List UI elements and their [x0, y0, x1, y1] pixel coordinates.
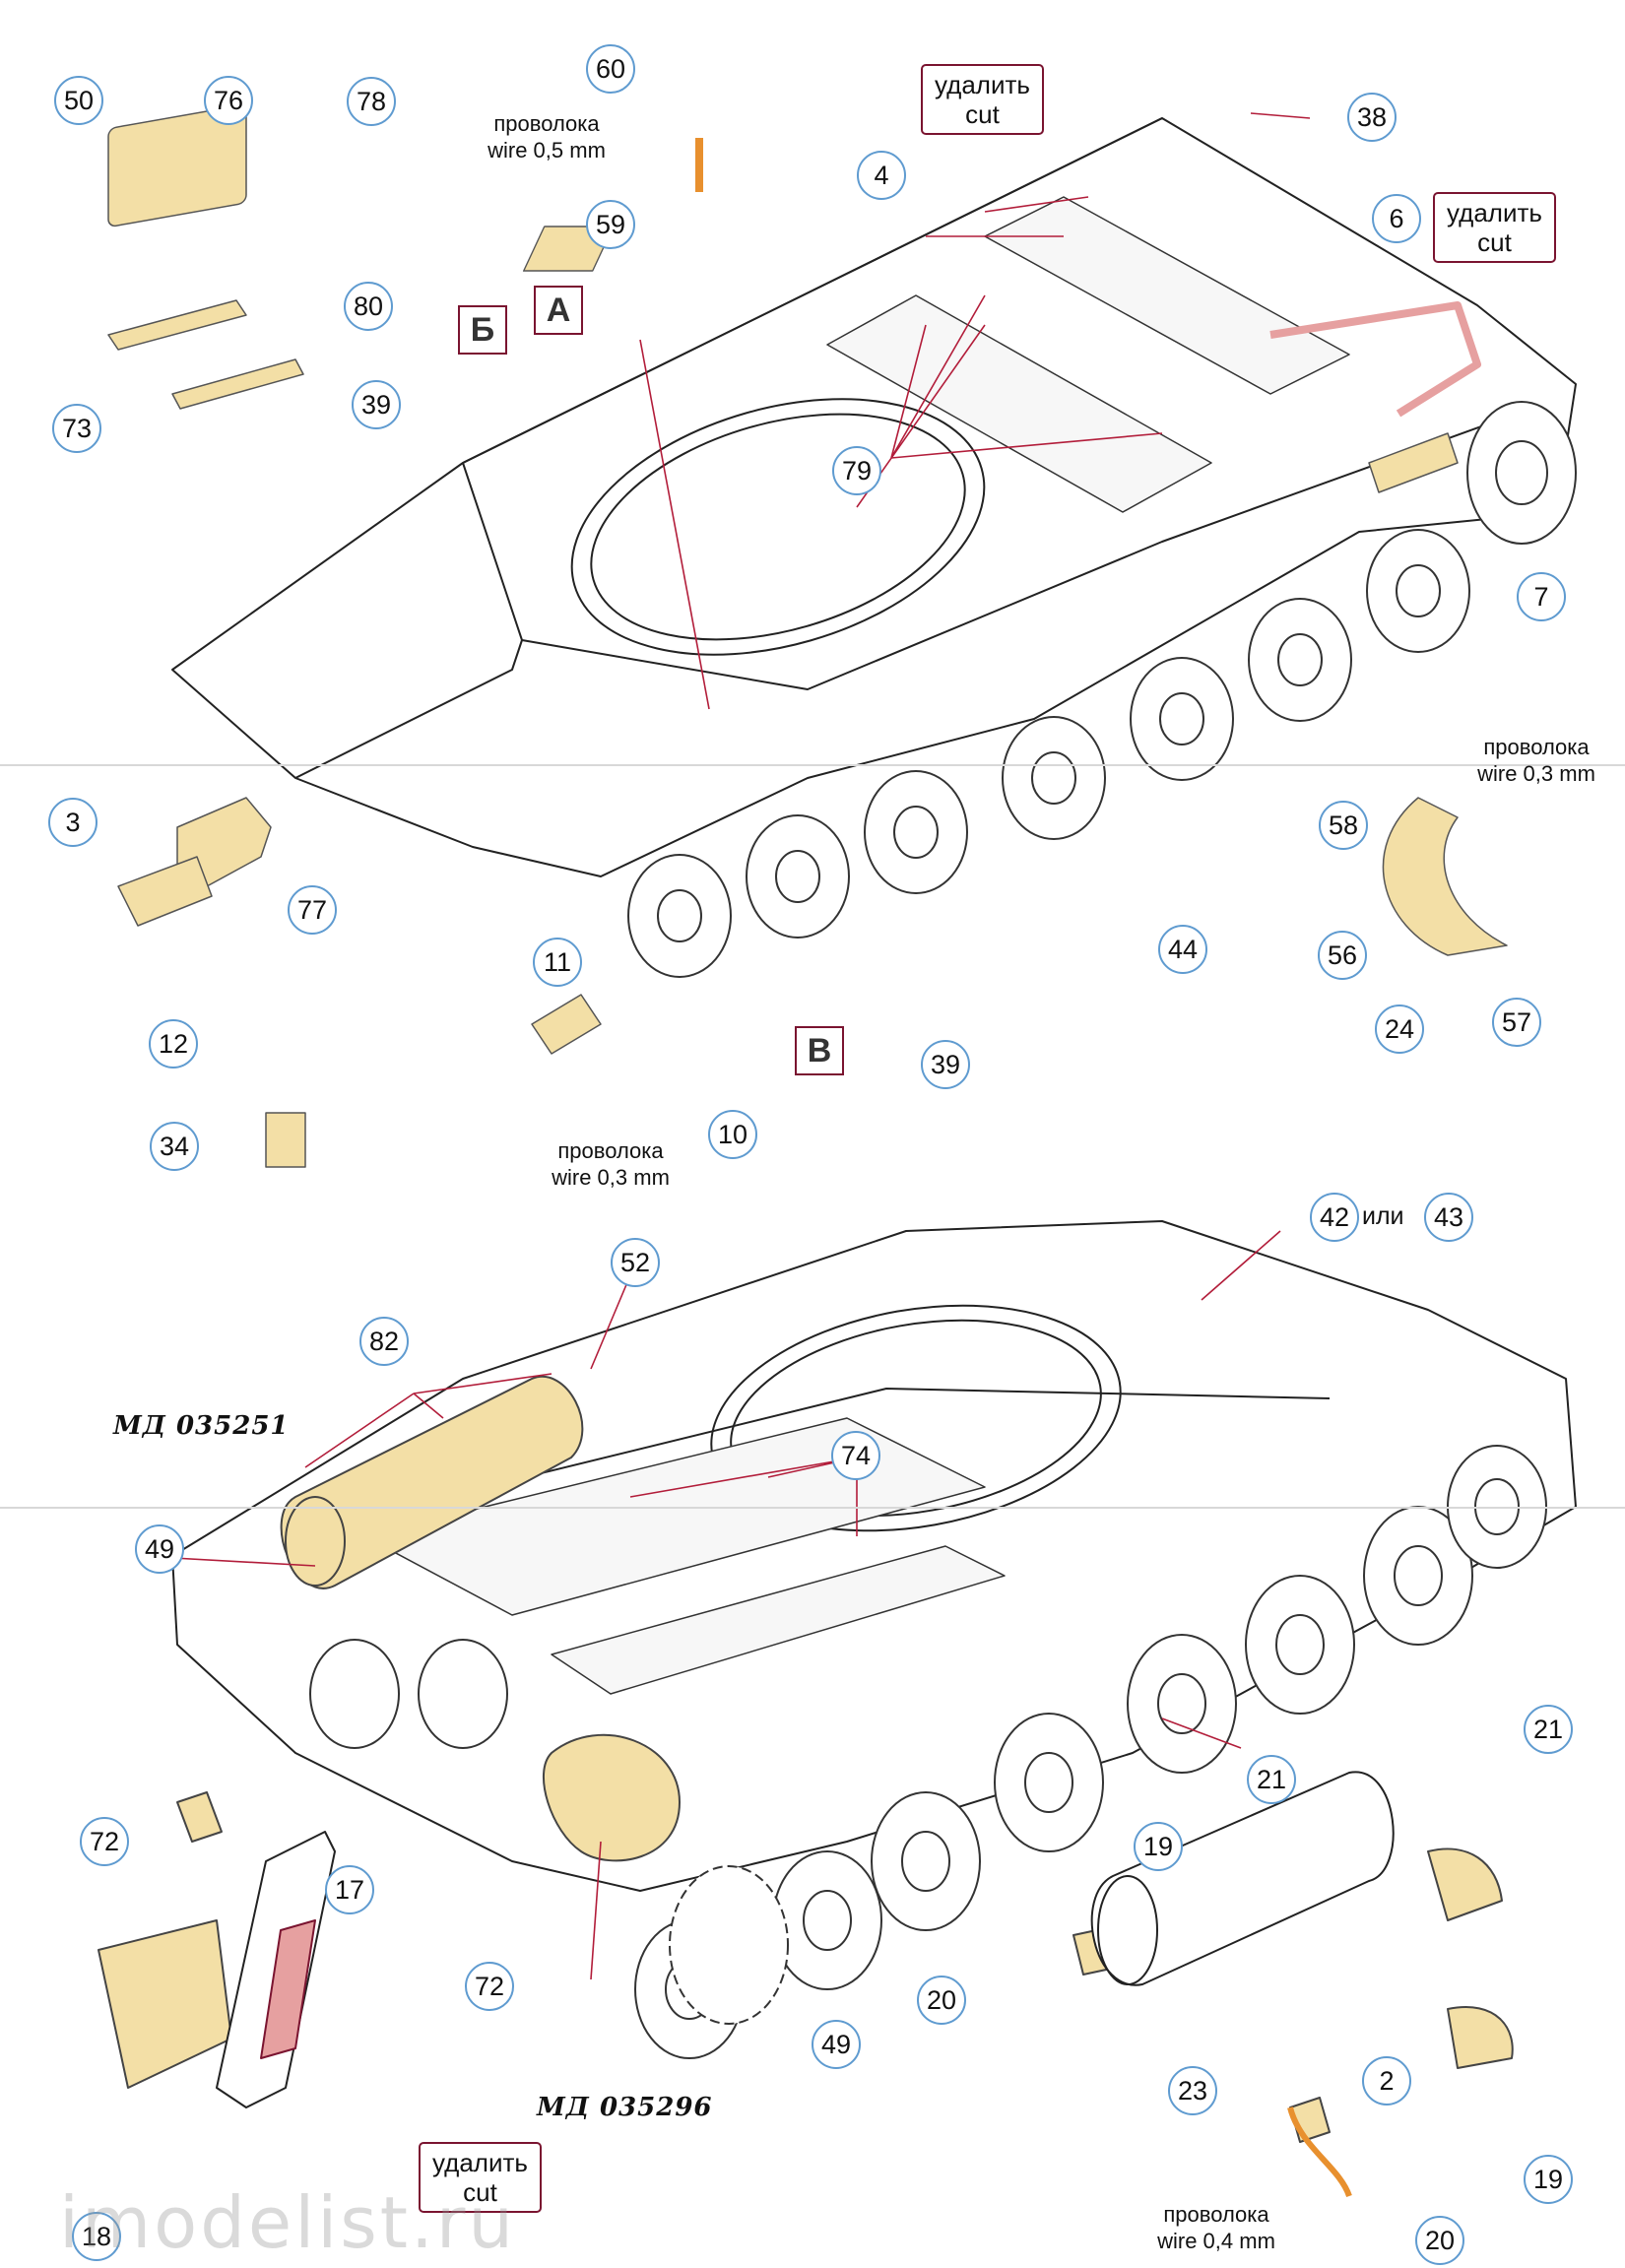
wire-note-size: wire 0,3 mm — [1477, 761, 1595, 786]
lower-road-wheels — [634, 1445, 1547, 2059]
view-letter-v: В — [795, 1026, 844, 1075]
callout-23: 23 — [1168, 2066, 1217, 2115]
cut-note-en: cut — [463, 2177, 497, 2207]
cut-note-right: удалить cut — [1433, 192, 1556, 263]
fold-line — [0, 764, 1625, 766]
callout-21-right: 21 — [1524, 1705, 1573, 1754]
cut-note-en: cut — [965, 99, 1000, 129]
callout-19-center: 19 — [1134, 1822, 1183, 1871]
callout-52: 52 — [611, 1238, 660, 1287]
callout-24: 24 — [1375, 1004, 1424, 1054]
callout-42: 42 — [1310, 1193, 1359, 1242]
callout-4: 4 — [857, 151, 906, 200]
cut-note-ru: удалить — [1447, 198, 1542, 227]
callout-3: 3 — [48, 798, 98, 847]
cut-note-bottom: удалить cut — [419, 2142, 542, 2213]
callout-19-right: 19 — [1524, 2155, 1573, 2204]
callout-43: 43 — [1424, 1193, 1473, 1242]
callout-72-center: 72 — [465, 1962, 514, 2011]
fold-line — [0, 1507, 1625, 1509]
fuel-tank-upper — [280, 1375, 584, 1589]
callout-79: 79 — [832, 446, 881, 495]
drive-sprocket — [669, 1865, 789, 2025]
watermark: imodelist.ru — [59, 2181, 517, 2264]
callout-17: 17 — [325, 1865, 374, 1914]
cut-note-en: cut — [1477, 227, 1512, 257]
callout-49-lower: 49 — [812, 2020, 861, 2069]
callout-44: 44 — [1158, 925, 1207, 974]
callout-49-upper: 49 — [135, 1524, 184, 1574]
callout-82: 82 — [359, 1317, 409, 1366]
callout-20-center: 20 — [917, 1976, 966, 2025]
wire-note-03-center: проволока wire 0,3 mm — [527, 1137, 694, 1191]
callout-18: 18 — [72, 2212, 121, 2261]
callout-39-lower: 39 — [921, 1040, 970, 1089]
callout-6: 6 — [1372, 194, 1421, 243]
view-letter-b: Б — [458, 305, 507, 355]
wire-note-size: wire 0,4 mm — [1157, 2229, 1275, 2253]
callout-7: 7 — [1517, 572, 1566, 621]
callout-12: 12 — [149, 1019, 198, 1069]
wire-note-ru: проволока — [557, 1138, 664, 1163]
wheel-band-part — [1382, 797, 1508, 956]
wire-note-ru: проволока — [493, 111, 600, 136]
spare-tank — [1090, 1771, 1395, 1986]
callout-59: 59 — [586, 200, 635, 249]
callout-10: 10 — [708, 1110, 757, 1159]
view-letter-a: А — [534, 286, 583, 335]
callout-50: 50 — [54, 76, 103, 125]
callout-76: 76 — [204, 76, 253, 125]
cut-note-ru: удалить — [935, 70, 1030, 99]
upper-hull-outline — [171, 117, 1577, 877]
callout-38: 38 — [1347, 93, 1397, 142]
wire-note-04: проволока wire 0,4 mm — [1133, 2201, 1300, 2254]
callout-21-center: 21 — [1247, 1755, 1296, 1804]
callout-58: 58 — [1319, 801, 1368, 850]
callout-60: 60 — [586, 44, 635, 94]
stowage-box-part — [107, 104, 247, 227]
callout-2: 2 — [1362, 2056, 1411, 2106]
wire-note-ru: проволока — [1483, 735, 1590, 759]
callout-74: 74 — [831, 1431, 880, 1480]
wire-note-03-right: проволока wire 0,3 mm — [1453, 734, 1620, 787]
cut-note-top: удалить cut — [921, 64, 1044, 135]
turret-ring-upper — [570, 398, 986, 656]
wire-note-size: wire 0,3 mm — [552, 1165, 670, 1190]
callout-72-left: 72 — [80, 1817, 129, 1866]
callout-78: 78 — [347, 77, 396, 126]
callout-56: 56 — [1318, 931, 1367, 980]
callout-34: 34 — [150, 1122, 199, 1171]
wire-note-size: wire 0,5 mm — [488, 138, 606, 162]
wire-note-05: проволока wire 0,5 mm — [463, 110, 630, 163]
callout-11: 11 — [533, 938, 582, 987]
callout-20-right: 20 — [1415, 2216, 1464, 2265]
callout-39-upper: 39 — [352, 380, 401, 429]
cut-note-ru: удалить — [432, 2148, 528, 2177]
fuel-tank-lower — [543, 1733, 681, 1862]
callout-57: 57 — [1492, 998, 1541, 1047]
callout-77: 77 — [288, 885, 337, 935]
part-code-1: МД 035251 — [113, 1411, 290, 1441]
or-label: или — [1362, 1202, 1404, 1230]
part-code-2: МД 035296 — [537, 2093, 713, 2122]
wire-note-ru: проволока — [1163, 2202, 1269, 2227]
callout-80: 80 — [344, 282, 393, 331]
callout-73: 73 — [52, 404, 101, 453]
